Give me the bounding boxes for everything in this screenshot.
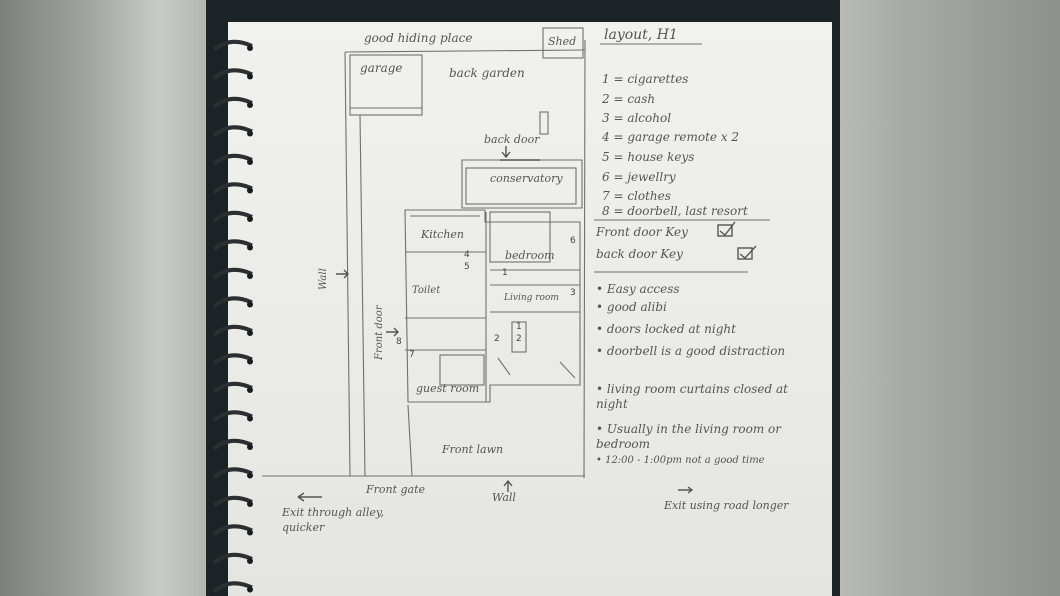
marker-7: 7 (409, 350, 415, 360)
marker-2-hall: 2 (494, 334, 500, 344)
back-garden-label: back garden (449, 66, 525, 80)
back-door-key-check: back door Key (596, 247, 683, 261)
spiral-hole (247, 102, 253, 108)
exit-right-note: Exit using road longer (664, 499, 789, 512)
legend-item: 2 = cash (602, 92, 656, 106)
guest-room-label: guest room (416, 382, 480, 395)
exit-left-note: Exit through alley, quicker (282, 506, 385, 534)
garage-label: garage (360, 61, 403, 75)
spiral-hole (247, 187, 253, 194)
marker-1-bedroom: 1 (502, 268, 508, 278)
spiral-coil (212, 381, 253, 394)
note-item: • good alibi (596, 300, 667, 314)
spiral-coil (212, 153, 253, 166)
spiral-coil (212, 410, 253, 423)
bedroom-label: bedroom (505, 249, 555, 262)
legend-title: layout, H1 (604, 27, 678, 43)
spiral-hole (247, 45, 253, 51)
legend-item: 6 = jewellry (602, 170, 676, 184)
spiral-hole (247, 159, 253, 165)
spiral-coil (212, 467, 253, 480)
spiral-coil (212, 125, 253, 138)
notebook-page (228, 22, 832, 596)
living-room-label: Living room (504, 293, 559, 303)
spiral-hole (247, 444, 253, 450)
spiral-coil (212, 581, 253, 594)
spiral-coil (212, 68, 253, 81)
kitchen-label: Kitchen (421, 228, 464, 241)
spiral-hole (247, 558, 253, 564)
spiral-coil (212, 324, 253, 337)
conservatory-label: conservatory (490, 172, 563, 185)
spiral-hole (247, 415, 253, 422)
legend-item: 5 = house keys (602, 150, 695, 164)
spiral-binding (212, 39, 253, 594)
spiral-hole (247, 216, 253, 222)
spiral-coil (212, 524, 253, 537)
front-gate-label: Front gate (366, 483, 426, 496)
legend-item: 1 = cigarettes (602, 72, 689, 86)
spiral-hole (247, 301, 253, 308)
good-hiding-place-label: good hiding place (364, 31, 473, 45)
spiral-coil (212, 552, 253, 565)
marker-6: 6 (570, 236, 576, 246)
marker-3: 3 (570, 288, 576, 298)
legend-item: 4 = garage remote x 2 (602, 130, 740, 144)
spiral-hole (247, 273, 253, 279)
note-item: • doorbell is a good distraction (596, 344, 786, 358)
spiral-coil (212, 438, 253, 451)
note-item: • Easy access (596, 282, 680, 296)
marker-1-living: 1 (516, 322, 522, 332)
front-door-label: Front door (374, 305, 385, 360)
spiral-coil (212, 210, 253, 223)
spiral-coil (212, 495, 253, 508)
spiral-hole (247, 130, 253, 137)
spiral-hole (247, 387, 253, 393)
note-item: • doors locked at night (596, 322, 736, 336)
spiral-hole (247, 586, 253, 593)
spiral-coil (212, 296, 253, 309)
spiral-coil (212, 267, 253, 280)
spiral-coil (212, 39, 253, 52)
legend-item: 7 = clothes (602, 189, 671, 203)
front-lawn-label: Front lawn (442, 443, 504, 456)
front-door-key-check: Front door Key (596, 225, 688, 239)
wall-left-label: Wall (318, 268, 329, 290)
toilet-label: Toilet (412, 285, 441, 296)
legend-item: 3 = alcohol (602, 111, 672, 125)
spiral-coil (212, 353, 253, 366)
shed-label: Shed (548, 35, 577, 48)
spiral-hole (247, 73, 253, 80)
marker-4: 4 (464, 250, 470, 260)
marker-2-living: 2 (516, 334, 522, 344)
marker-8: 8 (396, 337, 402, 347)
note-item: • Usually in the living room or bedroom (596, 422, 782, 451)
spiral-hole (247, 501, 253, 507)
spiral-coil (212, 96, 253, 109)
marker-5: 5 (464, 262, 470, 272)
legend-item: 8 = doorbell, last resort (602, 204, 748, 218)
back-door-label: back door (484, 133, 540, 146)
spiral-coil (212, 182, 253, 195)
spiral-hole (247, 529, 253, 536)
spiral-hole (247, 244, 253, 251)
spiral-hole (247, 472, 253, 479)
spiral-coil (212, 239, 253, 252)
note-item: • living room curtains closed at night (596, 382, 789, 411)
spiral-hole (247, 358, 253, 365)
wall-bottom-label: Wall (492, 491, 516, 504)
spiral-hole (247, 330, 253, 336)
note-item: • 12:00 - 1:00pm not a good time (596, 455, 765, 466)
